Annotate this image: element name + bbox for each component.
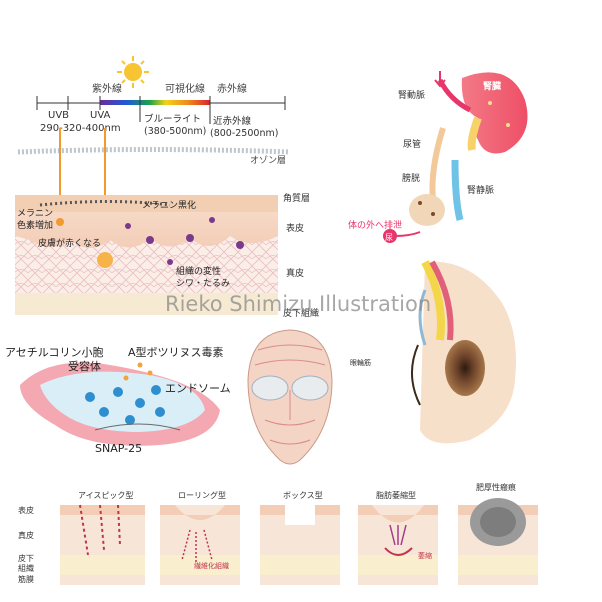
melanin-label-2: 色素増加 bbox=[17, 219, 53, 231]
vesicle-label: アセチルコリン小胞 bbox=[5, 346, 104, 359]
urine-label: 尿 bbox=[385, 233, 393, 242]
scar-subcutis-label-1: 皮下 bbox=[18, 553, 34, 563]
ozone-label: オゾン層 bbox=[250, 155, 286, 166]
receptor-label: 受容体 bbox=[68, 359, 101, 373]
dermis-label: 真皮 bbox=[286, 267, 304, 279]
excretion-label: 体の外へ排泄 bbox=[348, 219, 402, 231]
uv-range-label: 290-320-400nm bbox=[40, 123, 121, 134]
scar-epidermis-label: 表皮 bbox=[18, 505, 34, 515]
boxcar-label: ボックス型 bbox=[283, 491, 323, 500]
ozone-layer bbox=[17, 147, 291, 155]
scar-muscle-label: 筋膜 bbox=[18, 574, 34, 584]
atrophy-label: 萎縮 bbox=[418, 551, 432, 560]
scar-atrophic bbox=[358, 505, 438, 585]
snap-label: SNAP-25 bbox=[95, 442, 142, 455]
scar-row-labels: 表皮 真皮 皮下 組織 筋膜 bbox=[18, 505, 34, 584]
blue-light-label: ブルーライト bbox=[144, 113, 201, 125]
melanin-label-1: メラニン bbox=[17, 208, 53, 219]
kidney-label: 腎臓 bbox=[483, 80, 501, 92]
eye-profile-diagram bbox=[410, 260, 516, 444]
visible-label: 可視化線 bbox=[165, 82, 205, 95]
hypertrophic-label: 肥厚性瘢痕 bbox=[476, 482, 516, 492]
renal-artery-label: 腎動脈 bbox=[398, 89, 425, 101]
scar-boxcar bbox=[260, 505, 340, 585]
uv-label: 紫外線 bbox=[92, 82, 122, 95]
blue-range-label: (380-500nm) bbox=[144, 126, 206, 137]
near-ir-range-label: (800-2500nm) bbox=[210, 128, 278, 139]
scar-rolling bbox=[160, 505, 240, 585]
ureter-label: 尿管 bbox=[403, 138, 421, 150]
sun-icon bbox=[117, 56, 149, 88]
subcutis-label: 皮下組織 bbox=[283, 307, 319, 319]
ir-label: 赤外線 bbox=[217, 82, 247, 95]
toxin-label: A型ボツリヌス毒素 bbox=[128, 345, 224, 359]
uva-label: UVA bbox=[90, 110, 111, 121]
epidermis-label: 表皮 bbox=[286, 222, 304, 234]
scar-icepick bbox=[60, 504, 145, 585]
near-ir-label: 近赤外線 bbox=[213, 115, 252, 127]
renal-vein-label: 腎静脈 bbox=[467, 184, 494, 196]
scar-dermis-label: 真皮 bbox=[18, 530, 34, 540]
rolling-label: ローリング型 bbox=[178, 490, 226, 500]
watermark-text: Rieko Shimizu Illustration bbox=[165, 292, 431, 316]
bladder-label: 膀胱 bbox=[402, 172, 420, 184]
scar-subcutis-label-2: 組織 bbox=[18, 563, 34, 573]
tissue-change-label-1: 組織の変性 bbox=[176, 265, 221, 277]
icepick-label: アイスピック型 bbox=[78, 491, 133, 500]
fibrosis-label: 繊維化組織 bbox=[194, 561, 229, 570]
tissue-change-label-2: シワ・たるみ bbox=[176, 278, 230, 289]
redness-label: 皮膚が赤くなる bbox=[38, 237, 101, 249]
spectrum-bar bbox=[36, 96, 286, 124]
face-muscle-diagram bbox=[247, 329, 333, 465]
endosome-label: エンドソーム bbox=[165, 382, 231, 395]
orbicularis-label: 眼輪筋 bbox=[350, 358, 371, 367]
scar-hypertrophic bbox=[458, 498, 538, 585]
botulinum-diagram bbox=[20, 362, 220, 446]
melanin-darkening-label: メラニン黒化 bbox=[142, 199, 196, 211]
atrophic-label: 脂肪萎縮型 bbox=[376, 490, 416, 500]
skin-section-diagram bbox=[15, 195, 278, 315]
stratum-corneum-label: 角質層 bbox=[283, 192, 310, 204]
uvb-label: UVB bbox=[48, 110, 69, 121]
kidney-diagram bbox=[383, 71, 528, 243]
